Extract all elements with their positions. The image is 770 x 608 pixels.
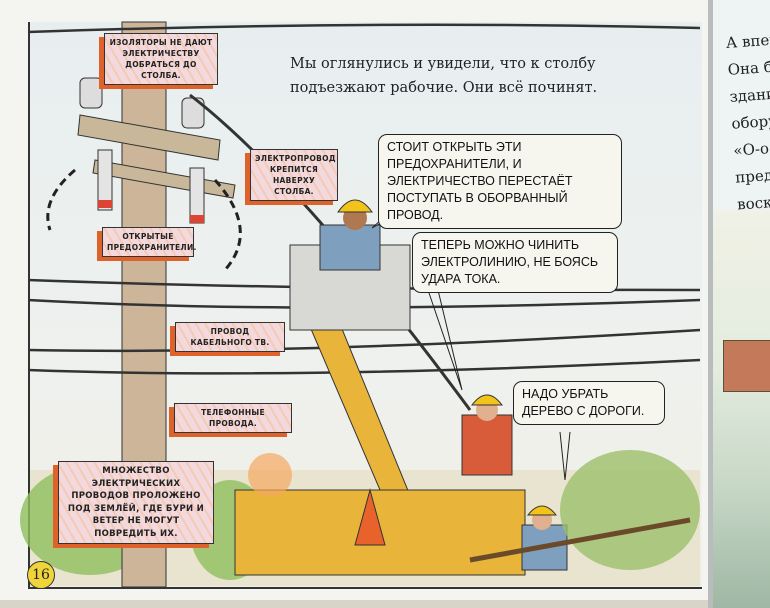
narration-text: Мы оглянулись и увидели, что к столбу по… bbox=[290, 56, 598, 96]
label-phone-lines: Телефонные провода. bbox=[174, 403, 292, 433]
insulator-icon bbox=[79, 77, 103, 109]
traffic-cone bbox=[354, 488, 386, 546]
bubble-tail bbox=[559, 431, 571, 481]
speech-bubble-worker2: Теперь можно чинить электролинию, не боя… bbox=[412, 232, 618, 293]
label-underground: Множество электрических проводов проложе… bbox=[58, 461, 214, 544]
label-power-line: Электропровод крепится наверху столба. bbox=[250, 149, 338, 201]
speech-bubble-worker1: Стоит открыть эти предохранители, и элек… bbox=[378, 134, 622, 229]
worker-in-bucket bbox=[319, 199, 381, 271]
right-page: А впер Она бы зданий оборуд «О-о, а пред… bbox=[708, 0, 770, 608]
fuse-icon bbox=[97, 149, 113, 211]
building bbox=[723, 340, 770, 392]
label-fuses: Открытые предохранители. bbox=[102, 227, 196, 257]
dashed-arrow bbox=[213, 178, 242, 271]
right-page-illustration bbox=[713, 210, 770, 608]
text-line: Она бы bbox=[727, 56, 770, 79]
bubble-tail bbox=[427, 289, 463, 391]
text-line: предло bbox=[734, 164, 770, 187]
warning-light bbox=[248, 453, 292, 497]
right-page-text: А впер Она бы зданий оборуд «О-о, а пред… bbox=[725, 26, 770, 219]
label-cable-tv: Провод кабельного ТВ. bbox=[175, 322, 285, 352]
text-line: зданий bbox=[729, 83, 770, 106]
worker-with-pole bbox=[461, 394, 513, 476]
crossarm bbox=[77, 114, 221, 161]
text-line: оборуд bbox=[730, 110, 770, 133]
fallen-tree bbox=[469, 450, 700, 570]
label-insulators: Изоляторы не дают электричеству добратьс… bbox=[104, 33, 218, 85]
dashed-arrow bbox=[46, 168, 76, 231]
fuse-icon bbox=[189, 167, 205, 224]
page-number: 16 bbox=[27, 561, 55, 589]
text-line: А впер bbox=[725, 30, 770, 52]
text-line: «О-о, а bbox=[732, 138, 770, 160]
speech-bubble-worker3: Надо убрать дерево с дороги. bbox=[513, 381, 665, 425]
